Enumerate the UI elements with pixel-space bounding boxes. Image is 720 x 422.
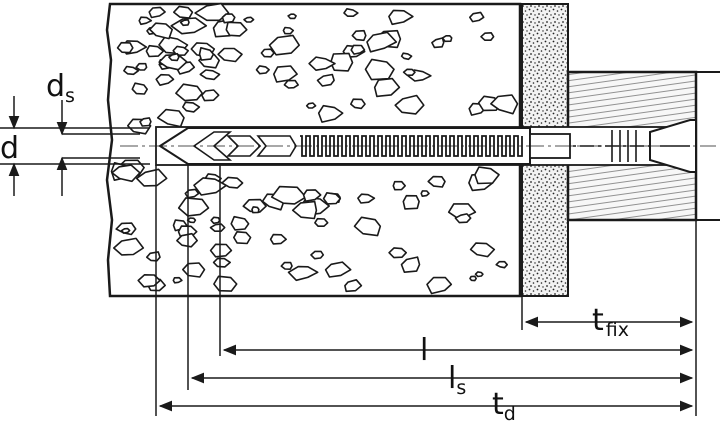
diameter-dimensions [0,96,150,196]
concrete-aggregate [110,2,519,295]
label-l: l [420,333,428,368]
label-ds: ds [46,69,75,107]
label-td: td [492,387,516,422]
label-ls: ls [448,361,466,399]
length-dimensions [155,165,697,416]
label-d: d [0,131,19,166]
